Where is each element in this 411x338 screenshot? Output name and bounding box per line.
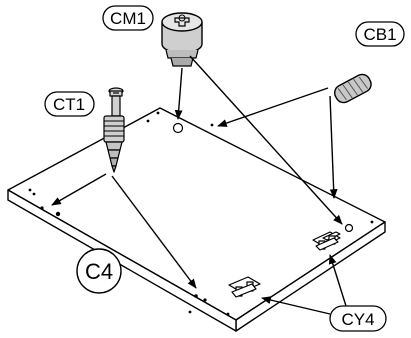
cam-lock-cm1 — [161, 12, 203, 67]
hole — [55, 211, 61, 217]
arrow-cb1-to-right-hole — [329, 95, 338, 199]
label-cb1-text: CB1 — [363, 25, 396, 44]
bracket-cy4-left — [228, 276, 261, 298]
label-cb1: CB1 — [355, 21, 405, 47]
arrow-cm1-to-hole — [174, 67, 183, 120]
hole — [156, 111, 160, 115]
hole — [203, 298, 207, 302]
hole — [28, 188, 32, 192]
arrow-cy4-to-bracket-right — [328, 254, 347, 307]
dowel-cb1 — [334, 73, 372, 104]
hole — [188, 310, 192, 314]
hole — [146, 119, 150, 123]
cam-bolt-ct1 — [103, 87, 125, 173]
label-cy4-text: CY4 — [341, 310, 374, 329]
hole — [194, 294, 198, 298]
hole — [172, 122, 184, 134]
bracket-cy4-right — [312, 231, 341, 251]
arrow-cy4-to-bracket-left — [261, 296, 331, 315]
label-c4: C4 — [76, 248, 122, 294]
label-cy4: CY4 — [329, 305, 387, 332]
arrow-cb1-to-board-top — [217, 87, 329, 127]
label-ct1: CT1 — [44, 91, 95, 117]
label-c4-text: C4 — [85, 259, 113, 284]
arrows — [51, 55, 347, 315]
hole — [40, 206, 44, 210]
hole — [370, 220, 374, 224]
board-panel — [7, 107, 386, 332]
label-ct1-text: CT1 — [53, 95, 85, 114]
hole — [344, 223, 354, 233]
hole — [32, 192, 36, 196]
board-holes — [28, 111, 374, 316]
label-cm1: CM1 — [102, 5, 154, 31]
arrow-ct1-to-lower-middle — [111, 175, 197, 289]
hole — [210, 123, 214, 127]
hole — [226, 312, 230, 316]
arrow-cm1-to-right-hole — [189, 55, 343, 225]
arrow-ct1-to-left-edge — [51, 173, 107, 206]
label-cm1-text: CM1 — [110, 9, 146, 28]
